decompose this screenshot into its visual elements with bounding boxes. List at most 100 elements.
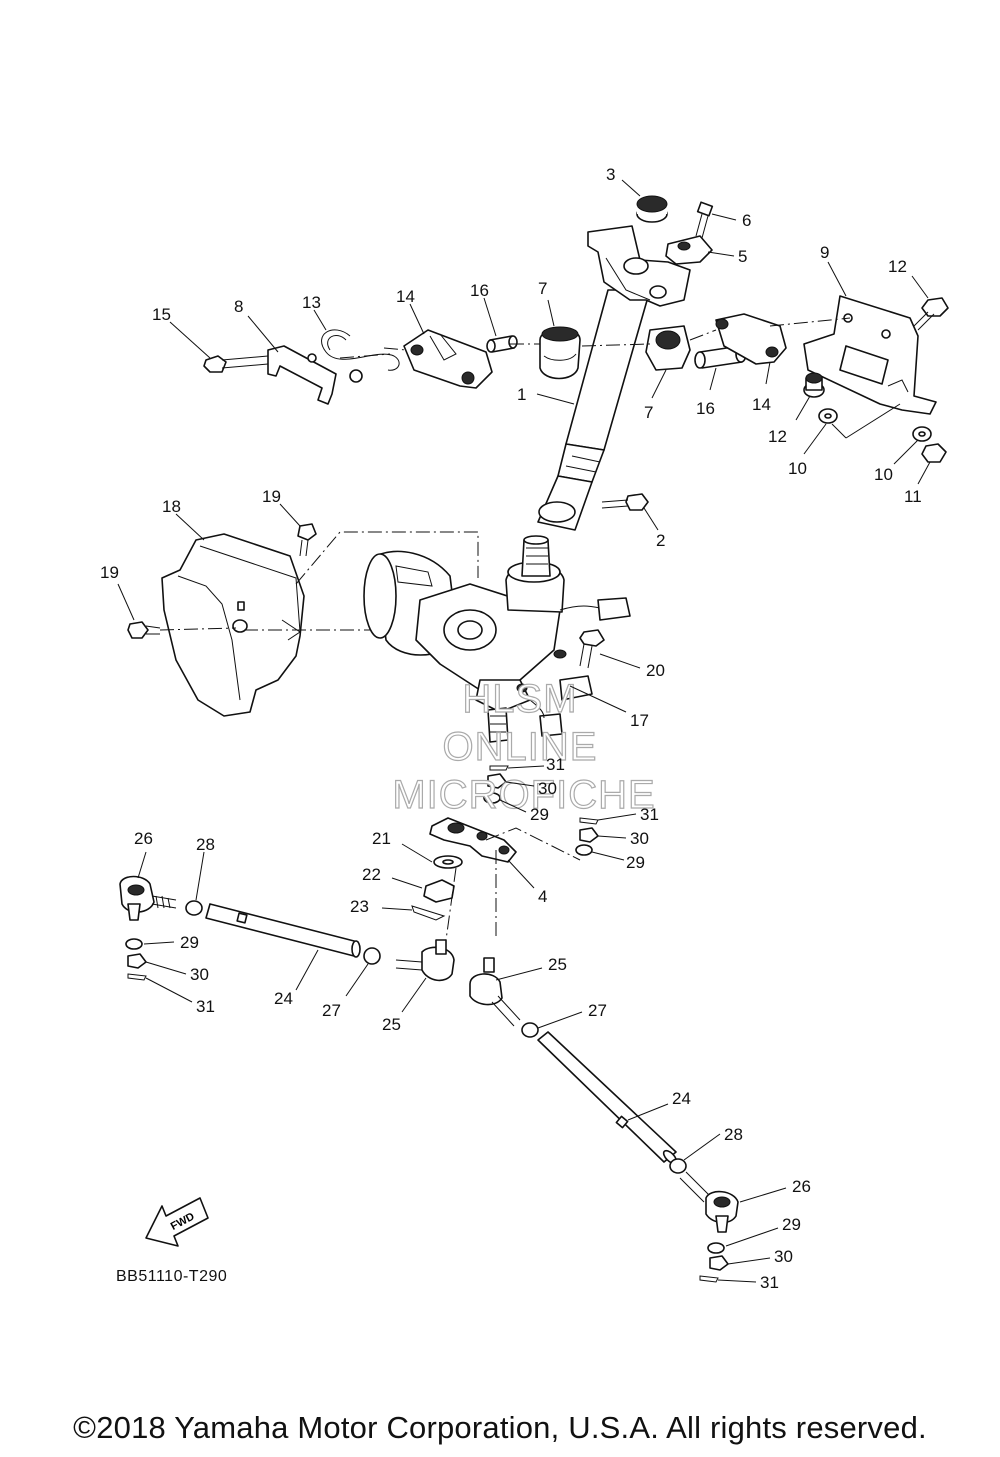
callout-21: 21 bbox=[372, 829, 391, 848]
callout-29b: 29 bbox=[530, 805, 549, 824]
nut-30-left bbox=[127, 953, 147, 969]
callout-19a: 19 bbox=[262, 487, 281, 506]
callout-28b: 28 bbox=[724, 1125, 743, 1144]
holder-14-right bbox=[715, 313, 787, 365]
bolt-2 bbox=[601, 493, 649, 511]
bushing-7-left bbox=[539, 326, 581, 380]
callout-11: 11 bbox=[904, 487, 922, 506]
nut-27-right bbox=[521, 1022, 539, 1038]
copyright-notice: ©2018 Yamaha Motor Corporation, U.S.A. A… bbox=[73, 1410, 927, 1445]
watermark-line-3: MICROFICHE bbox=[392, 773, 655, 817]
tie-rod-end-26-right bbox=[679, 1171, 739, 1233]
cap bbox=[636, 195, 668, 223]
callout-4: 4 bbox=[538, 887, 547, 906]
callout-6: 6 bbox=[742, 211, 751, 230]
collar-16-right bbox=[694, 345, 747, 369]
callout-8: 8 bbox=[234, 297, 243, 316]
callout-3: 3 bbox=[606, 165, 615, 184]
clamp-5 bbox=[665, 235, 713, 265]
fwd-arrow-icon: FWD bbox=[145, 1197, 209, 1247]
callout-27a: 27 bbox=[322, 1001, 341, 1020]
callout-2: 2 bbox=[656, 531, 665, 550]
steering-column bbox=[537, 225, 691, 531]
callout-26b: 26 bbox=[792, 1177, 811, 1196]
collar-16-left bbox=[486, 335, 518, 353]
watermark: HLSM ONLINE MICROFICHE bbox=[392, 676, 656, 817]
callouts: 1 2 3 4 5 6 7 7 8 9 10 10 bbox=[100, 165, 931, 1292]
nut-28-left bbox=[185, 900, 203, 916]
watermark-line-1: HLSM bbox=[462, 677, 577, 721]
holder-14-left bbox=[403, 329, 493, 389]
callout-18: 18 bbox=[162, 497, 181, 516]
callout-30c: 30 bbox=[630, 829, 649, 848]
callout-30b: 30 bbox=[538, 779, 557, 798]
callout-25b: 25 bbox=[548, 955, 567, 974]
callout-30a: 30 bbox=[190, 965, 209, 984]
tie-rod-end-25-right bbox=[469, 957, 521, 1027]
bolt-19-left bbox=[127, 621, 161, 639]
callout-22: 22 bbox=[362, 865, 381, 884]
cotter-pin-23 bbox=[411, 905, 446, 921]
callout-23: 23 bbox=[350, 897, 369, 916]
callout-31a: 31 bbox=[196, 997, 215, 1016]
callout-20: 20 bbox=[646, 661, 665, 680]
callout-5: 5 bbox=[738, 247, 747, 266]
callout-25a: 25 bbox=[382, 1015, 401, 1034]
spring-13 bbox=[321, 329, 400, 371]
callout-24a: 24 bbox=[274, 989, 293, 1008]
callout-15: 15 bbox=[152, 305, 171, 324]
parts-artwork: FWD bbox=[119, 195, 949, 1283]
callout-24b: 24 bbox=[672, 1089, 691, 1108]
callout-12b: 12 bbox=[768, 427, 787, 446]
bolt-12-lower bbox=[803, 372, 825, 398]
cover-18 bbox=[161, 533, 305, 717]
bolt-6 bbox=[695, 201, 714, 239]
callout-7b: 7 bbox=[644, 403, 653, 422]
bolt-20 bbox=[579, 629, 605, 669]
callout-10b: 10 bbox=[874, 465, 893, 484]
washer-29-left bbox=[125, 938, 143, 950]
bolt-19-upper bbox=[297, 523, 317, 557]
nut-28-right bbox=[669, 1158, 687, 1174]
tie-rod-24-left bbox=[205, 903, 361, 958]
nut-27-left bbox=[363, 947, 381, 965]
washer-29-right bbox=[707, 1242, 725, 1254]
callout-31b: 31 bbox=[546, 755, 565, 774]
callout-26a: 26 bbox=[134, 829, 153, 848]
callout-29c: 29 bbox=[626, 853, 645, 872]
watermark-line-2: ONLINE bbox=[443, 725, 598, 769]
callout-29d: 29 bbox=[782, 1215, 801, 1234]
tie-rod-end-26-left bbox=[119, 875, 177, 921]
callout-12a: 12 bbox=[888, 257, 907, 276]
callout-19b: 19 bbox=[100, 563, 119, 582]
nut-30-right bbox=[709, 1255, 729, 1271]
callout-10a: 10 bbox=[788, 459, 807, 478]
callout-14b: 14 bbox=[752, 395, 771, 414]
callout-29a: 29 bbox=[180, 933, 199, 952]
callout-1: 1 bbox=[517, 385, 526, 404]
callout-7a: 7 bbox=[538, 279, 547, 298]
plate-8 bbox=[267, 345, 363, 405]
callout-17: 17 bbox=[630, 711, 649, 730]
eps-unit-17 bbox=[363, 535, 631, 743]
nut-22 bbox=[423, 879, 455, 903]
bracket-9 bbox=[803, 295, 937, 415]
callout-16a: 16 bbox=[470, 281, 489, 300]
callout-31d: 31 bbox=[760, 1273, 779, 1292]
callout-28a: 28 bbox=[196, 835, 215, 854]
bolt-12-upper bbox=[913, 297, 949, 331]
nut-11 bbox=[921, 443, 947, 463]
diagram-code: BB51110-T290 bbox=[116, 1268, 228, 1285]
callout-13: 13 bbox=[302, 293, 321, 312]
callout-16b: 16 bbox=[696, 399, 715, 418]
bolt-15 bbox=[203, 355, 269, 373]
callout-27b: 27 bbox=[588, 1001, 607, 1020]
callout-30d: 30 bbox=[774, 1247, 793, 1266]
callout-14a: 14 bbox=[396, 287, 415, 306]
callout-9: 9 bbox=[820, 243, 829, 262]
tie-rod-end-25-left bbox=[395, 939, 455, 982]
bushing-7-right bbox=[645, 325, 691, 371]
callout-31c: 31 bbox=[640, 805, 659, 824]
tie-rod-24-right bbox=[537, 1031, 678, 1165]
